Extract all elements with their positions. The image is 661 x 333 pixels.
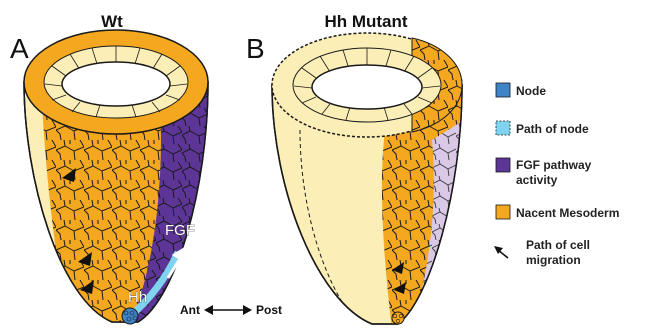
panel-a: A Wt [10,12,282,330]
axis-arrow-right [243,305,252,315]
legend-item-node: Node [496,83,546,98]
legend-fgf-label-line2: activity [516,173,558,187]
axis-ant-label: Ant [180,303,200,317]
axis-arrow-left [204,305,213,315]
label-hh: Hh [128,289,147,306]
legend-migration-label: Path of cell [526,238,590,252]
axis-post-label: Post [256,303,282,317]
label-fgf: FGF [165,222,195,239]
legend-fgf-swatch [496,158,510,172]
legend-node-swatch [496,83,510,97]
hh-node [392,312,404,324]
embryo-hh-mutant [272,33,464,330]
wt-cavity [62,62,170,106]
legend-path-of-node-label: Path of node [516,122,589,136]
legend-path-of-node-swatch [496,121,510,135]
legend-mesoderm-label: Nacent Mesoderm [516,206,619,220]
legend-item-migration: Path of cell migration [494,238,590,267]
legend-item-mesoderm: Nacent Mesoderm [496,205,619,220]
panel-b-letter: B [246,33,265,64]
legend-mesoderm-swatch [496,205,510,219]
panel-a-letter: A [10,33,29,64]
hh-cavity [312,65,422,109]
panel-a-title: Wt [101,12,123,31]
legend-item-fgf: FGF pathway activity [496,158,592,187]
legend-fgf-label: FGF pathway [516,158,592,172]
embryo-wt: FGF Hh [24,30,212,330]
panel-b-title: Hh Mutant [324,12,407,31]
legend-node-label: Node [516,84,546,98]
legend-item-path-of-node: Path of node [496,121,589,136]
legend: Node Path of node FGF pathway activity N… [494,83,619,267]
panel-b: B Hh Mutant [246,12,464,330]
legend-migration-label-line2: migration [526,253,581,267]
ant-post-axis: Ant Post [180,303,282,317]
wt-node [122,308,138,324]
